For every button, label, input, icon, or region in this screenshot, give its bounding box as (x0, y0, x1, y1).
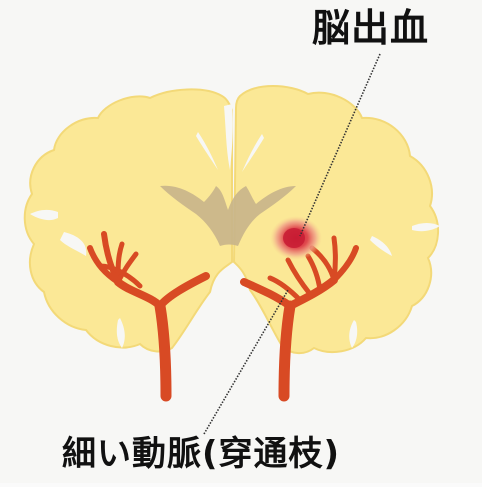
right-arteries (240, 235, 359, 402)
hemorrhage-label: 脳出血 (312, 6, 430, 50)
left-arteries (87, 231, 210, 402)
ventricles (160, 185, 296, 246)
perforating-artery-label: 細い動脈(穿通枝) (62, 434, 341, 474)
arteries-leader-line (203, 289, 289, 435)
hemorrhage-core (283, 228, 305, 248)
left-hemisphere (23, 88, 233, 353)
sulci (30, 104, 440, 348)
right-hemisphere (232, 85, 439, 354)
hemorrhage-leader-line (299, 53, 381, 237)
